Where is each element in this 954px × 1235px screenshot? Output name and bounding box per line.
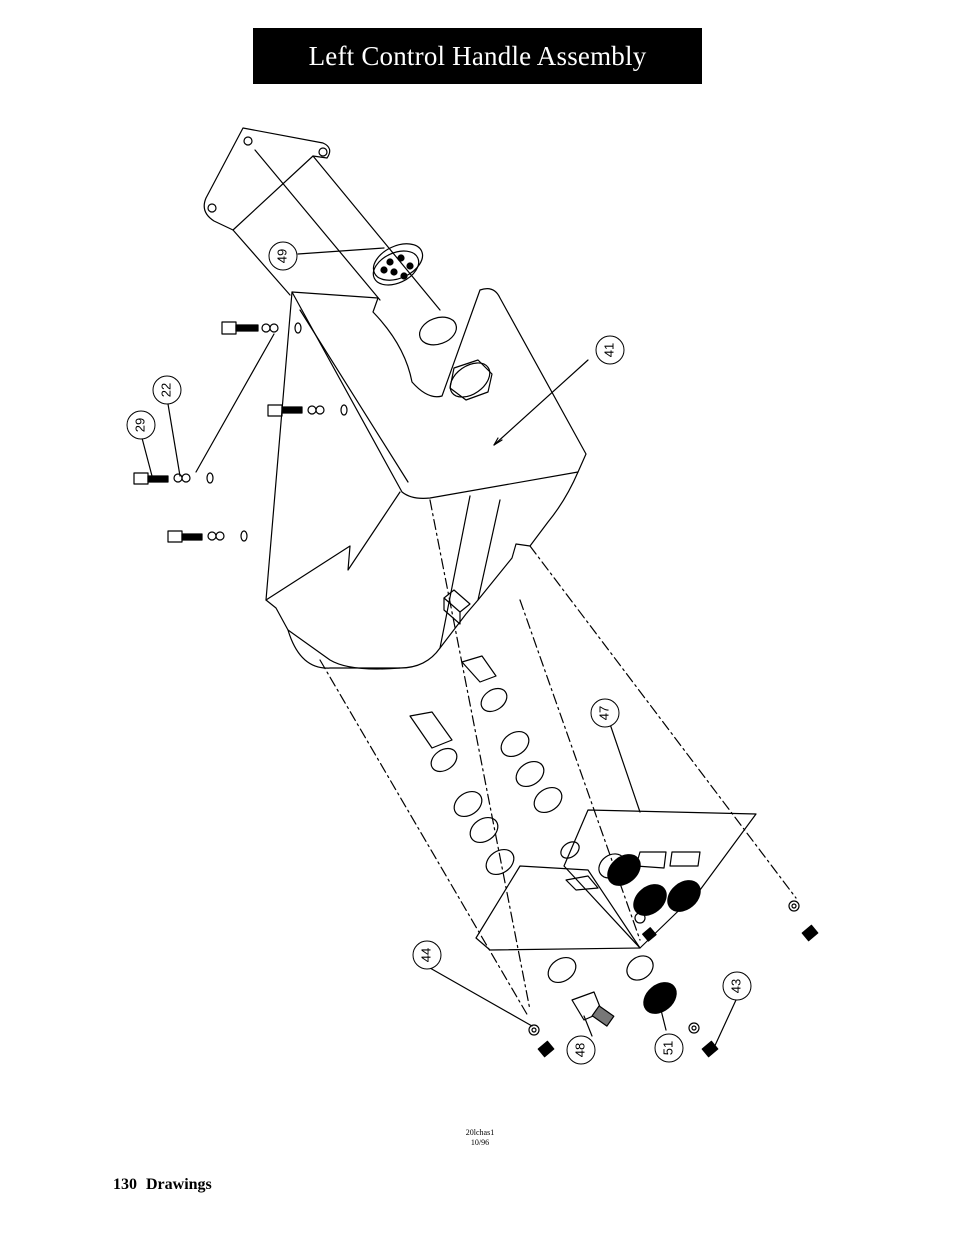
section-name: Drawings xyxy=(146,1176,212,1193)
connector-49 xyxy=(372,243,424,286)
page-number: 130 xyxy=(113,1176,137,1193)
drawing-file-id: 20lchas1 xyxy=(465,1128,495,1137)
svg-text:44: 44 xyxy=(418,948,433,962)
page-title-banner: Left Control Handle Assembly xyxy=(253,28,702,84)
alignment-lines xyxy=(319,499,797,1017)
svg-text:41: 41 xyxy=(601,343,616,357)
callout-47: 47 xyxy=(590,698,620,728)
callout-48: 48 xyxy=(566,1035,596,1065)
svg-text:43: 43 xyxy=(728,979,743,993)
callout-44: 44 xyxy=(412,940,442,970)
svg-text:47: 47 xyxy=(596,706,611,720)
toggle-switch-48 xyxy=(571,991,615,1027)
callout-22: 22 xyxy=(152,375,182,405)
control-handle-housing xyxy=(265,288,589,670)
callout-29: 29 xyxy=(126,410,156,440)
mounting-tube xyxy=(203,127,441,311)
svg-text:22: 22 xyxy=(158,383,173,397)
callout-leaders xyxy=(141,247,737,1053)
drawing-file-date: 10/96 xyxy=(470,1138,490,1147)
callout-49: 49 xyxy=(268,241,298,271)
drawing-file-reference: 20lchas1 10/96 xyxy=(430,1128,530,1148)
svg-text:49: 49 xyxy=(274,249,289,263)
svg-text:51: 51 xyxy=(660,1041,675,1055)
small-hardware xyxy=(528,900,819,1058)
callout-51: 51 xyxy=(654,1033,684,1063)
page-title: Left Control Handle Assembly xyxy=(308,40,647,71)
page-footer: 130 Drawings xyxy=(113,1176,221,1194)
callout-41: 41 xyxy=(595,335,625,365)
switch-components xyxy=(409,655,577,984)
screw-set-left xyxy=(133,321,348,543)
svg-text:48: 48 xyxy=(572,1043,587,1057)
svg-text:29: 29 xyxy=(132,418,147,432)
push-buttons-51 xyxy=(607,854,701,1014)
callout-43: 43 xyxy=(722,971,752,1001)
